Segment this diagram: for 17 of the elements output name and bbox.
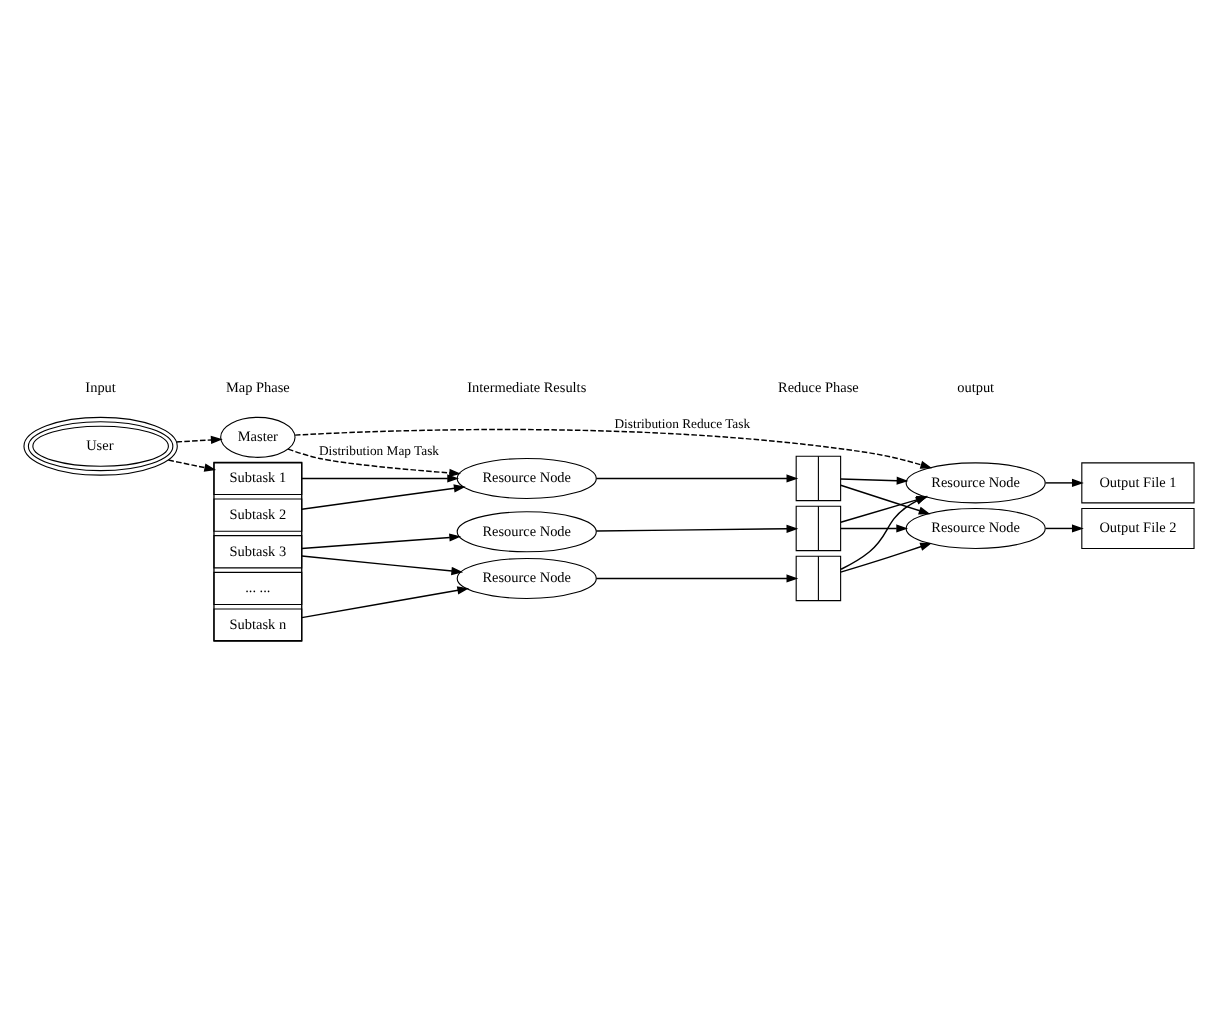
arrow: [840, 523, 909, 532]
arrow: [301, 585, 470, 618]
arrow: [301, 554, 464, 575]
arrow: [595, 523, 799, 532]
arrow: [301, 532, 462, 549]
arrow: [595, 473, 799, 482]
arrow: [301, 473, 460, 482]
arrow: [287, 447, 462, 477]
arrow: [839, 541, 932, 572]
arrow: [294, 427, 933, 468]
arrow: [175, 434, 223, 444]
arrow: [840, 475, 909, 484]
arrow: [595, 573, 799, 582]
arrow: [301, 483, 466, 509]
arrow: [1044, 523, 1084, 532]
arrow: [167, 458, 217, 471]
arrow: [1044, 477, 1084, 486]
